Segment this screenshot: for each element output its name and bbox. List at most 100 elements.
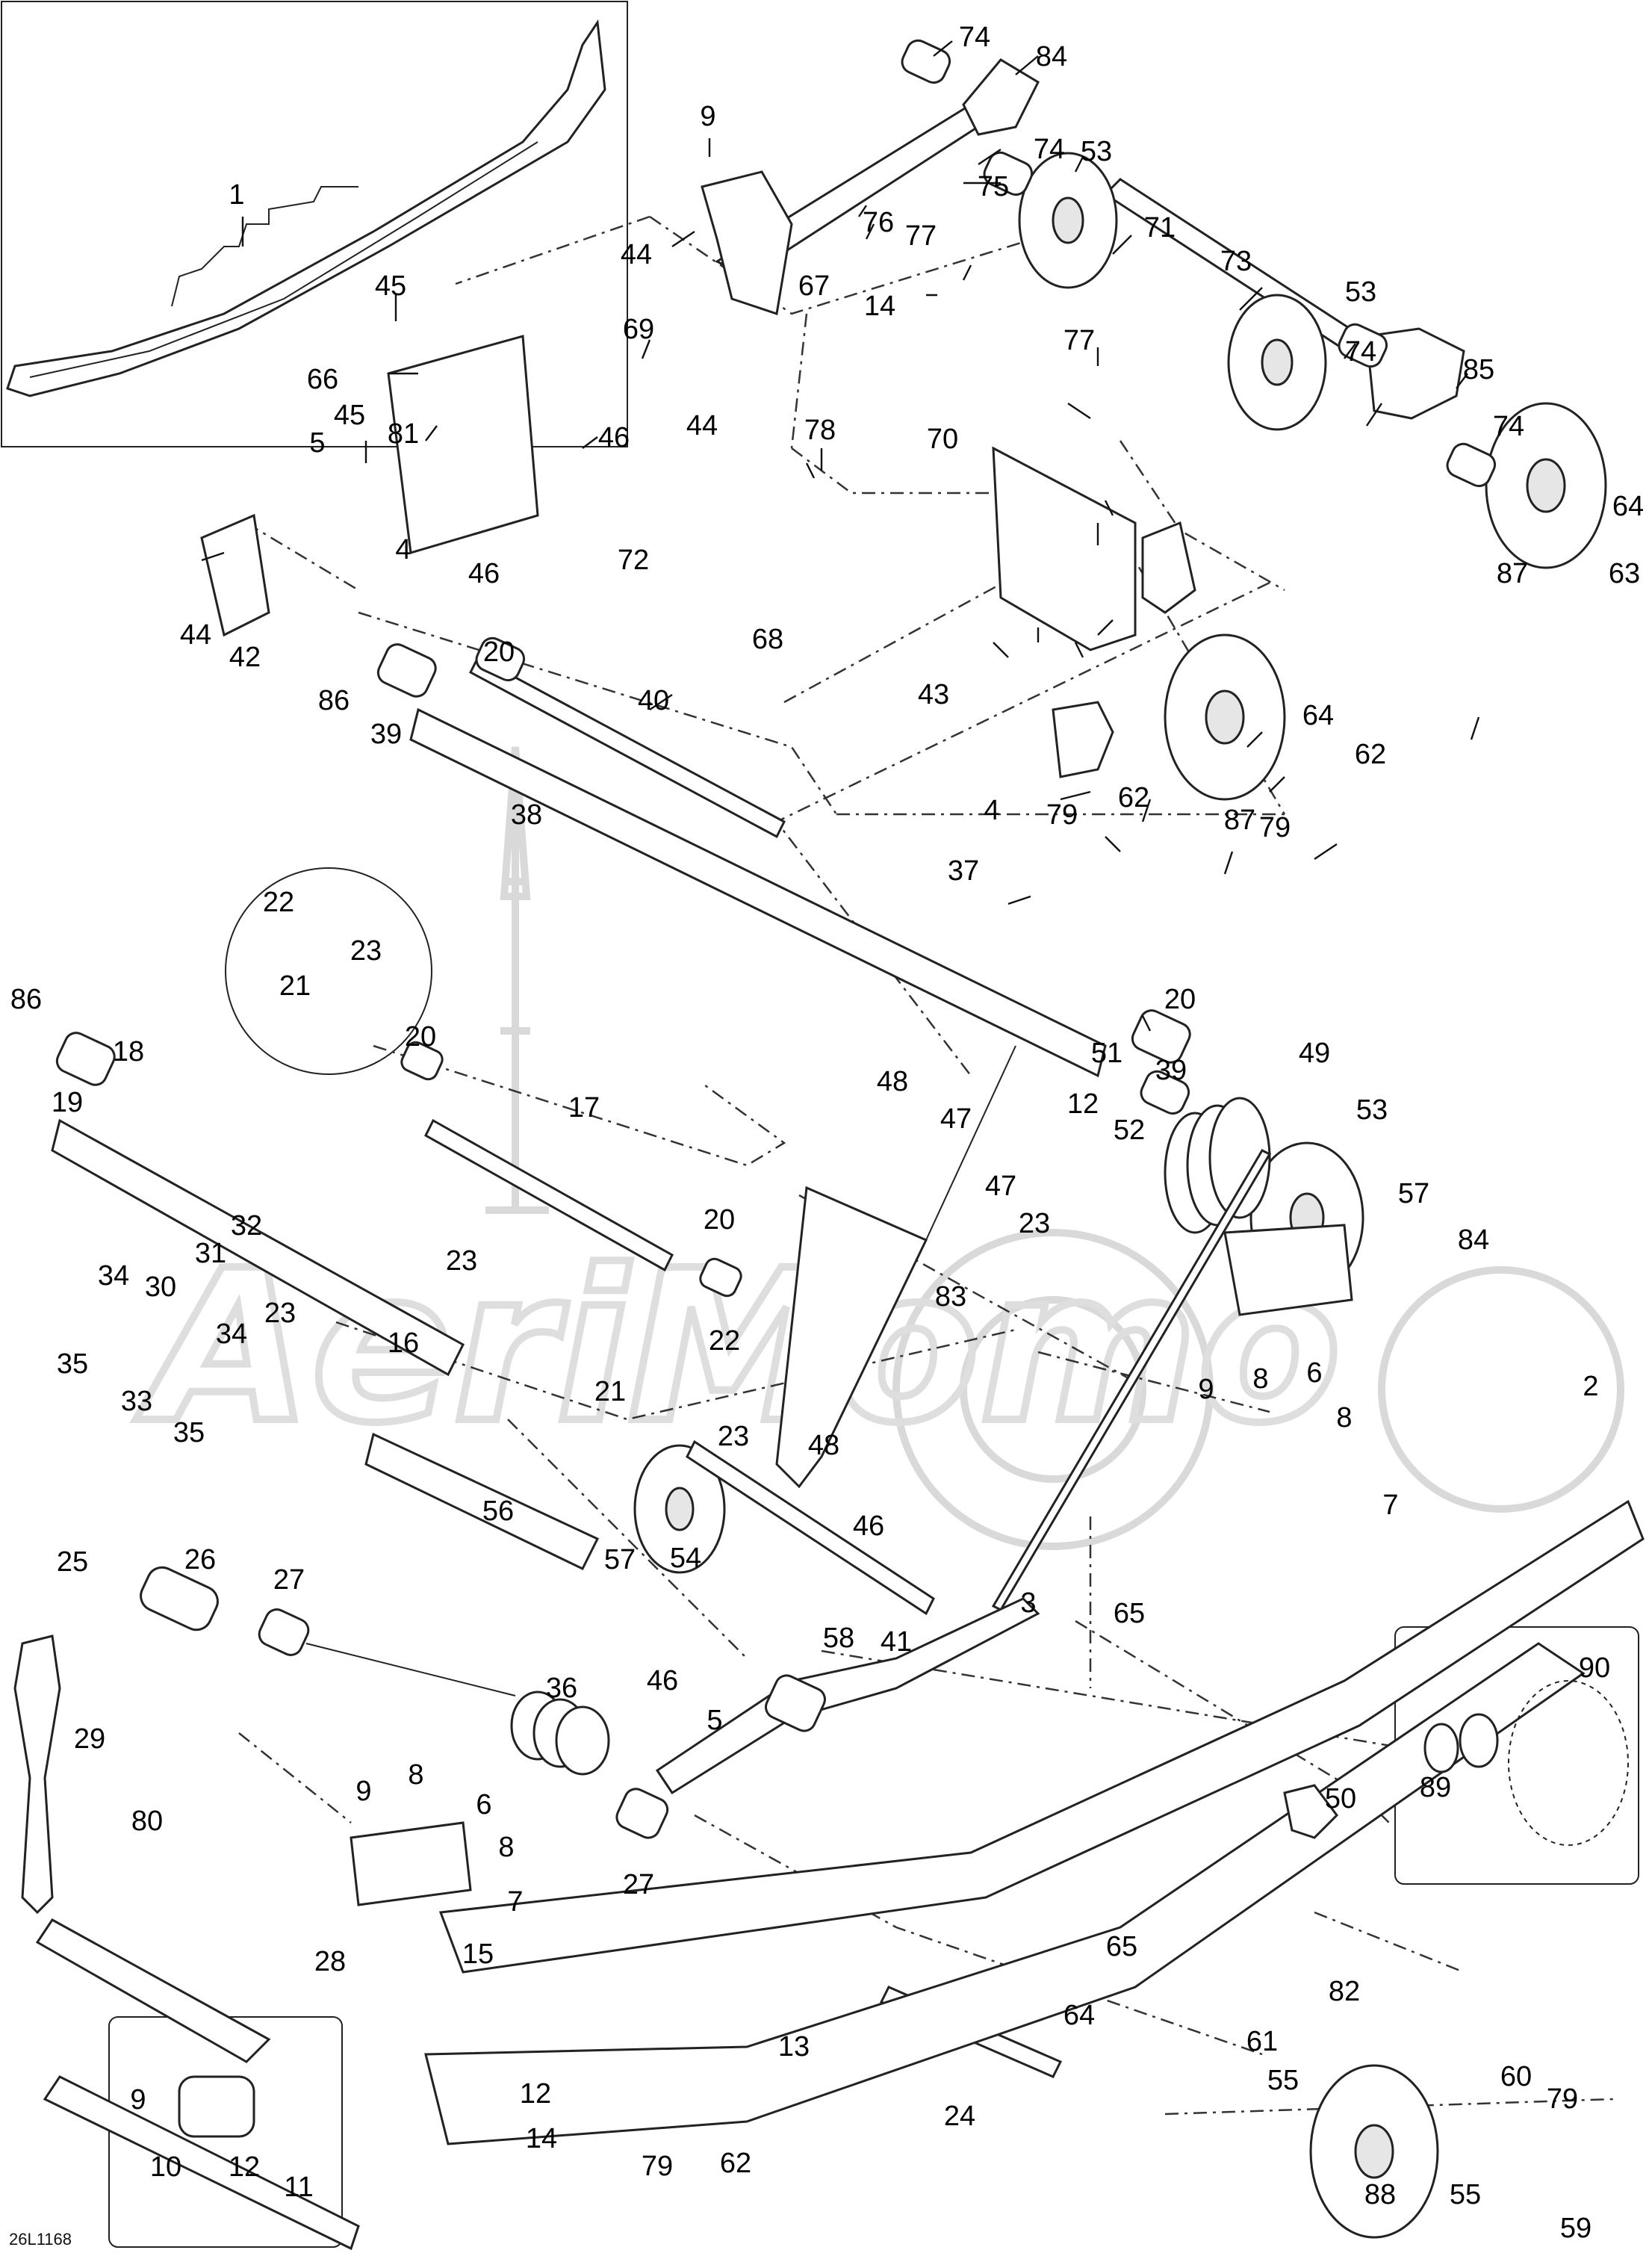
callout-6: 6 bbox=[1306, 1357, 1322, 1389]
callout-57: 57 bbox=[604, 1544, 636, 1575]
callout-64: 64 bbox=[1302, 700, 1334, 731]
callout-64: 64 bbox=[1612, 491, 1644, 522]
callout-7: 7 bbox=[1382, 1490, 1398, 1521]
callout-32: 32 bbox=[231, 1210, 262, 1242]
callout-74: 74 bbox=[1493, 411, 1524, 442]
callout-83: 83 bbox=[935, 1281, 966, 1313]
callout-57: 57 bbox=[1398, 1178, 1429, 1209]
callout-35: 35 bbox=[173, 1417, 205, 1448]
callout-16: 16 bbox=[388, 1327, 419, 1359]
callout-60: 60 bbox=[1500, 2061, 1532, 2092]
callout-79: 79 bbox=[1259, 812, 1291, 843]
callout-10: 10 bbox=[150, 2151, 181, 2183]
callout-23: 23 bbox=[1019, 1208, 1050, 1239]
callout-4: 4 bbox=[395, 534, 411, 565]
callout-25: 25 bbox=[57, 1546, 88, 1578]
callout-79: 79 bbox=[1547, 2083, 1578, 2115]
callout-15: 15 bbox=[462, 1939, 494, 1970]
callout-67: 67 bbox=[798, 270, 830, 302]
callout-17: 17 bbox=[568, 1092, 600, 1124]
callout-69: 69 bbox=[623, 314, 654, 345]
callout-43: 43 bbox=[918, 679, 949, 710]
detail-circle-bracket bbox=[225, 867, 432, 1075]
callout-46: 46 bbox=[598, 422, 630, 453]
svg-text:AeriMomo: AeriMomo bbox=[133, 1226, 1341, 1469]
callout-23: 23 bbox=[446, 1245, 477, 1277]
callout-63: 63 bbox=[1609, 558, 1640, 589]
callout-82: 82 bbox=[1329, 1976, 1360, 2007]
callout-71: 71 bbox=[1144, 212, 1176, 244]
callout-45: 45 bbox=[334, 400, 365, 431]
callout-58: 58 bbox=[823, 1623, 854, 1654]
callout-80: 80 bbox=[131, 1806, 163, 1837]
watermark: AeriMomo bbox=[129, 746, 1624, 1550]
callout-86: 86 bbox=[318, 685, 350, 716]
inset-top-left-rail bbox=[1, 1, 628, 447]
callout-44: 44 bbox=[621, 239, 652, 270]
callout-9: 9 bbox=[130, 2084, 146, 2116]
callout-31: 31 bbox=[195, 1238, 226, 1269]
callout-21: 21 bbox=[594, 1376, 626, 1407]
callout-54: 54 bbox=[670, 1543, 701, 1574]
callout-61: 61 bbox=[1246, 2026, 1278, 2057]
callout-23: 23 bbox=[718, 1421, 749, 1452]
callout-47: 47 bbox=[940, 1103, 972, 1135]
callout-1: 1 bbox=[229, 179, 244, 211]
cross-shafts bbox=[43, 655, 1107, 2251]
callout-39: 39 bbox=[1155, 1055, 1187, 1086]
callout-74: 74 bbox=[959, 22, 990, 53]
callout-28: 28 bbox=[314, 1946, 346, 1977]
spring-49 bbox=[991, 1097, 1272, 1611]
callout-72: 72 bbox=[618, 545, 649, 576]
callout-86: 86 bbox=[10, 984, 42, 1015]
callout-6: 6 bbox=[476, 1789, 491, 1820]
callout-56: 56 bbox=[482, 1496, 514, 1527]
callout-62: 62 bbox=[720, 2148, 751, 2179]
callout-47: 47 bbox=[985, 1171, 1016, 1202]
callout-13: 13 bbox=[778, 2031, 810, 2063]
callout-24: 24 bbox=[944, 2101, 975, 2132]
callout-36: 36 bbox=[546, 1673, 577, 1704]
leader-lines bbox=[201, 40, 1480, 1032]
callout-27: 27 bbox=[623, 1869, 654, 1900]
callout-46: 46 bbox=[853, 1510, 884, 1542]
callout-numbers: 74 84 9 74 53 75 1 76 77 44 71 67 14 73 … bbox=[10, 22, 1644, 2244]
callout-41: 41 bbox=[881, 1626, 912, 1658]
callout-12: 12 bbox=[1067, 1088, 1099, 1120]
callout-74: 74 bbox=[1034, 134, 1065, 165]
callout-53: 53 bbox=[1356, 1094, 1388, 1126]
callout-37: 37 bbox=[948, 855, 979, 887]
callout-62: 62 bbox=[1118, 782, 1149, 814]
callout-7: 7 bbox=[507, 1886, 523, 1918]
callout-64: 64 bbox=[1063, 2000, 1095, 2031]
callout-8: 8 bbox=[1336, 1402, 1352, 1434]
idler-wheels bbox=[633, 152, 1607, 2239]
callout-90: 90 bbox=[1579, 1652, 1610, 1684]
callout-65: 65 bbox=[1114, 1598, 1145, 1629]
callout-8: 8 bbox=[498, 1832, 514, 1863]
callout-40: 40 bbox=[638, 685, 669, 716]
callout-20: 20 bbox=[483, 636, 515, 668]
callout-87: 87 bbox=[1224, 805, 1255, 836]
callout-53: 53 bbox=[1345, 276, 1376, 308]
callout-81: 81 bbox=[388, 418, 419, 450]
callout-52: 52 bbox=[1114, 1115, 1145, 1146]
callout-62: 62 bbox=[1355, 739, 1386, 770]
callout-23: 23 bbox=[350, 935, 382, 967]
rail-part-1 bbox=[6, 19, 606, 397]
callout-85: 85 bbox=[1463, 354, 1494, 385]
callout-78: 78 bbox=[804, 415, 836, 446]
callout-34: 34 bbox=[216, 1318, 247, 1350]
shock-absorber-83 bbox=[775, 1045, 1016, 1489]
drawing-code: 26L1168 bbox=[9, 2230, 72, 2249]
callout-4: 4 bbox=[984, 795, 999, 826]
callout-77: 77 bbox=[905, 220, 937, 252]
bearing-inset-parts bbox=[1423, 1680, 1629, 1846]
callout-89: 89 bbox=[1420, 1772, 1451, 1803]
callout-27: 27 bbox=[273, 1564, 305, 1596]
callout-44: 44 bbox=[686, 410, 718, 441]
callout-42: 42 bbox=[229, 642, 261, 673]
stopper-10 bbox=[178, 2075, 255, 2138]
callout-33: 33 bbox=[121, 1386, 152, 1417]
